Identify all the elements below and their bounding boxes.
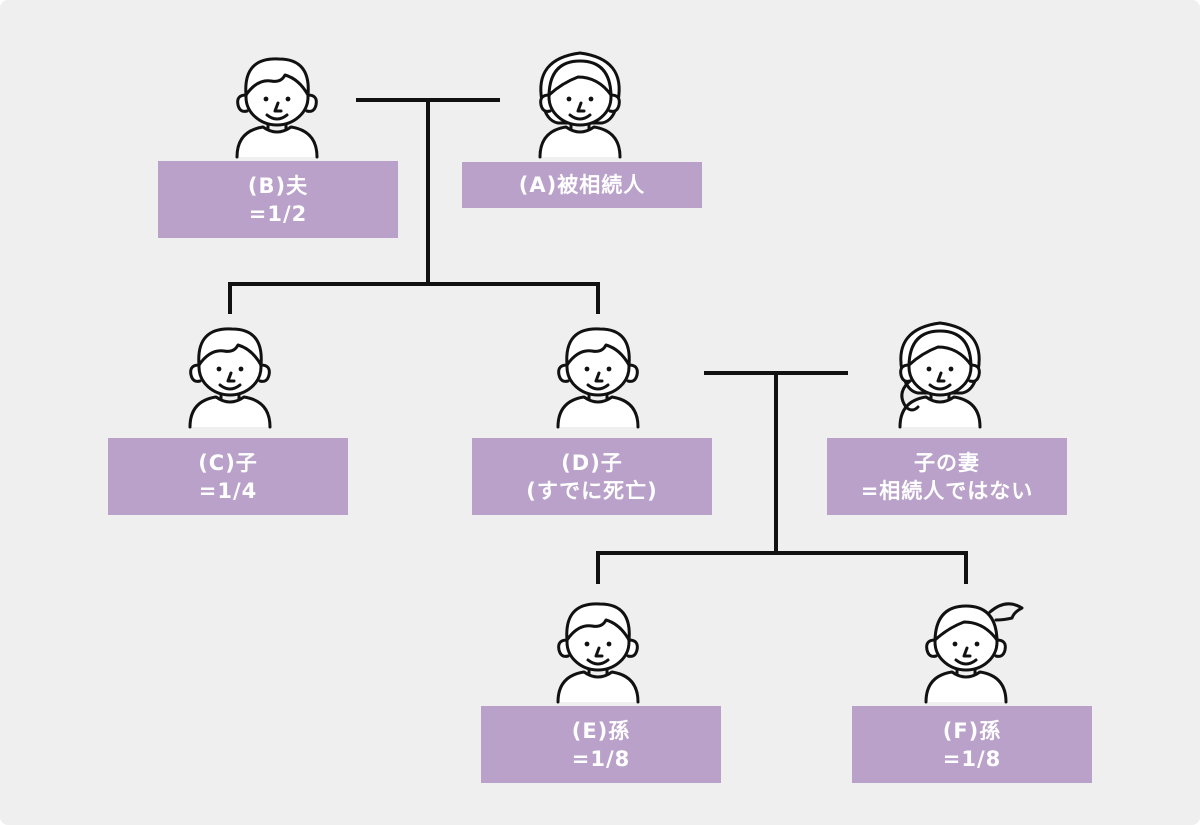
man-icon	[188, 327, 272, 429]
boy-icon	[556, 602, 640, 704]
man-icon	[235, 57, 319, 159]
label-child-wife: 子の妻 =相続人ではない	[827, 438, 1067, 515]
label-child-d-line-1: (D)子	[561, 450, 623, 475]
label-child-wife-line-1: 子の妻	[914, 450, 980, 475]
woman-icon	[538, 51, 622, 159]
label-deceased-line-1: (A)被相続人	[518, 173, 646, 197]
label-husband-line-2: =1/2	[248, 201, 308, 226]
label-child-c: (C)子 =1/4	[108, 438, 348, 515]
label-grandchild-f-line-2: =1/8	[942, 746, 1002, 771]
label-child-d-line-2: (すでに死亡)	[526, 478, 658, 503]
person-icons	[188, 51, 1024, 704]
label-grandchild-e: (E)孫 =1/8	[481, 706, 721, 783]
label-child-d: (D)子 (すでに死亡)	[472, 438, 712, 515]
label-child-wife-line-2: =相続人ではない	[860, 478, 1034, 503]
family-connectors	[228, 98, 968, 584]
label-grandchild-f: (F)孫 =1/8	[852, 706, 1092, 783]
woman-icon	[898, 321, 982, 429]
label-husband: (B)夫 =1/2	[158, 161, 398, 238]
label-grandchild-e-line-1: (E)孫	[571, 718, 631, 743]
girl-icon	[924, 602, 1024, 704]
label-child-c-line-2: =1/4	[198, 478, 258, 503]
label-deceased: (A)被相続人	[462, 162, 702, 208]
label-child-c-line-1: (C)子	[198, 450, 258, 475]
man-icon	[556, 327, 640, 429]
label-husband-line-1: (B)夫	[247, 173, 309, 198]
label-grandchild-e-line-2: =1/8	[571, 746, 631, 771]
label-grandchild-f-line-1: (F)孫	[942, 718, 1002, 743]
